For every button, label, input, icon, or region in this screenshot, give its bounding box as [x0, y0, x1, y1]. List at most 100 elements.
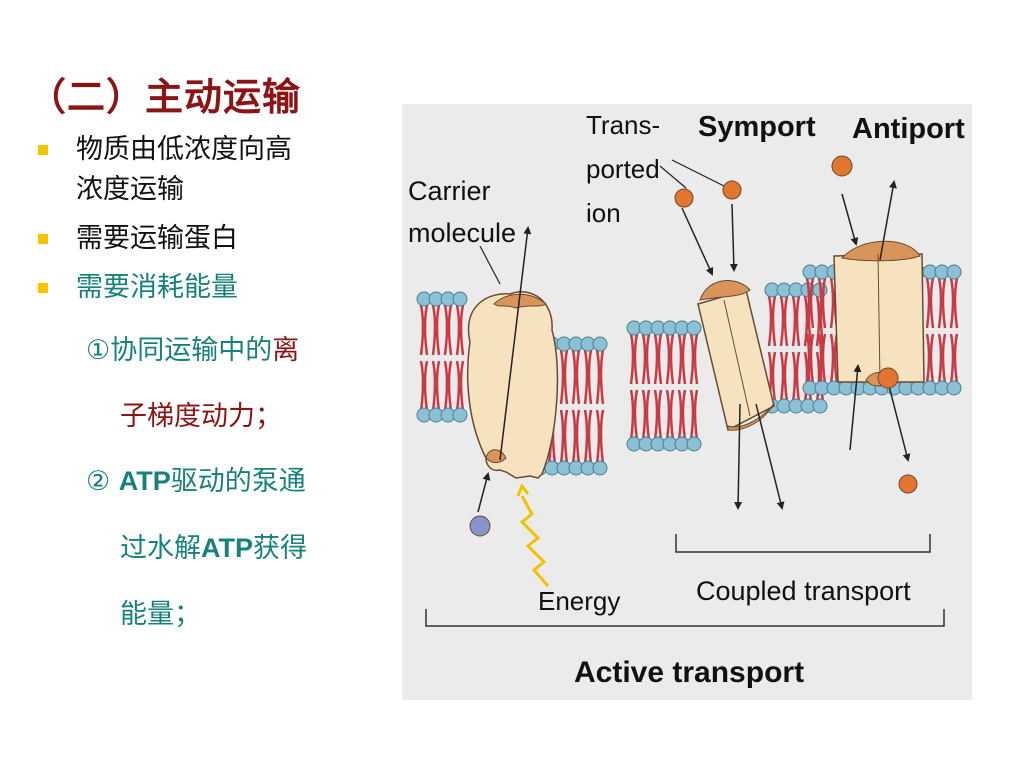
bullet-line-1b: 浓度运输 — [76, 174, 184, 205]
carrier-ion-arrow — [477, 472, 491, 513]
lipid-head — [686, 320, 702, 336]
active-transport-bracket — [425, 609, 945, 627]
lipid-tails — [817, 277, 827, 385]
energy-arrowhead-icon — [516, 482, 530, 497]
antiport-arrow-in — [841, 193, 859, 246]
lipid-head — [686, 436, 702, 452]
antiport-protein — [833, 240, 925, 387]
ion-pointer-1 — [659, 165, 687, 189]
lipid-tails — [641, 333, 651, 441]
symport-arrow-out-2 — [755, 403, 785, 510]
bullet-square-icon — [38, 234, 48, 244]
lipid-tails — [653, 333, 663, 441]
energy-bolt-icon — [519, 495, 550, 587]
sub-point-2-atp-1: ATP — [118, 466, 171, 496]
sub-point-2-line-2: 过水解ATP获得 — [86, 515, 386, 582]
coupled-transport-label: Coupled transport — [696, 576, 911, 606]
sub-point-1-line-1: ①协同运输中的离 — [86, 318, 386, 384]
lipid-tails — [949, 277, 959, 385]
lipid-tails — [677, 333, 687, 441]
lipid-tails — [419, 304, 429, 412]
bullet-line-2: 需要运输蛋白 — [76, 223, 238, 254]
antiport-arrow-out — [887, 381, 911, 462]
lipid-tails — [595, 349, 605, 465]
symport-arrow-in-1 — [681, 207, 714, 276]
lipid-tails — [805, 277, 815, 385]
bullet-item-3: 需要消耗能量 — [38, 268, 378, 308]
lipid-tails — [629, 333, 639, 441]
carrier-label-line-1: Carrier — [408, 176, 491, 206]
sub-point-1-text-c: 子梯度动力； — [120, 401, 282, 432]
bullet-square-icon — [38, 283, 48, 293]
transported-label-line-1: Trans- — [586, 110, 660, 140]
lipid-bilayers — [416, 264, 962, 476]
transport-arrows — [477, 180, 911, 513]
symport-arrow-in-2 — [729, 203, 738, 272]
sub-point-2-text-g: 能量； — [120, 599, 201, 630]
lipid-head — [592, 460, 608, 476]
sub-point-1-text-a: ①协同运输中的 — [86, 335, 273, 366]
lipid-tails — [571, 349, 581, 465]
lipid-tails — [925, 277, 935, 385]
lipid-tails — [937, 277, 947, 385]
antiport-arrow-up — [879, 180, 897, 261]
bullet-square-icon — [38, 145, 48, 155]
carrier-pointer — [479, 245, 501, 285]
ion-orange-5 — [898, 474, 918, 494]
lipid-tails — [583, 349, 593, 465]
symport-title: Symport — [698, 111, 816, 143]
lipid-tails — [455, 304, 465, 412]
carrier-label-line-2: molecule — [408, 218, 516, 248]
ion-orange-3 — [831, 155, 853, 177]
label-pointers — [479, 159, 725, 285]
symport-protein — [697, 280, 775, 432]
lipid-head — [812, 398, 828, 414]
antiport-arrow-from-bottom — [849, 364, 862, 451]
ion-orange-1 — [674, 188, 694, 208]
lipid-tails — [559, 349, 569, 465]
carrier-protein — [466, 291, 559, 479]
lipid-tails — [779, 295, 789, 403]
lipid-head — [452, 291, 468, 307]
lipid-tails — [665, 333, 675, 441]
ion-pointer-2 — [671, 159, 725, 187]
sub-point-2-atp-2: ATP — [201, 533, 253, 563]
energy-label: Energy — [538, 586, 620, 616]
sub-point-1: ①协同运输中的离 子梯度动力； — [86, 318, 386, 450]
lipid-tails — [689, 333, 699, 441]
slide-title: （二）主动运输 — [28, 75, 302, 119]
lipid-tails — [767, 295, 777, 403]
bullet-line-1a: 物质由低浓度向高 — [76, 134, 292, 165]
transported-label-line-3: ion — [586, 198, 621, 228]
sub-point-1-text-b: 离 — [272, 335, 300, 366]
sub-point-2-text-d: 过水解 — [120, 533, 201, 564]
sub-point-2-text-f: 获得 — [253, 533, 307, 564]
ion-orange-4 — [877, 367, 899, 389]
ion-blue — [469, 515, 491, 537]
lipid-tails — [791, 295, 801, 403]
bullet-item-1: 物质由低浓度向高 浓度运输 — [38, 130, 378, 210]
active-transport-label: Active transport — [574, 656, 804, 689]
lipid-head — [946, 264, 962, 280]
lipid-tails — [443, 304, 453, 412]
sub-point-2-text-a: ② — [86, 466, 119, 497]
ion-orange-2 — [722, 180, 742, 200]
membrane-segment — [626, 320, 702, 452]
membrane-segment — [416, 291, 468, 423]
antiport-title: Antiport — [852, 113, 965, 145]
sub-point-2-line-1: ② ATP驱动的泵通 — [86, 448, 386, 515]
lipid-head — [452, 407, 468, 423]
transported-label-line-2: ported — [586, 154, 660, 184]
sub-point-2-text-c: 驱动的泵通 — [170, 466, 306, 497]
active-transport-diagram: Carrier molecule Trans- ported ion Sympo… — [402, 104, 972, 700]
bullet-line-3: 需要消耗能量 — [76, 272, 238, 303]
ions — [469, 155, 918, 537]
carrier-arrow — [499, 226, 532, 461]
sub-point-2: ② ATP驱动的泵通 过水解ATP获得 能量； — [86, 448, 386, 648]
bullet-item-2: 需要运输蛋白 — [38, 219, 378, 259]
lipid-head — [592, 336, 608, 352]
lipid-tails — [431, 304, 441, 412]
lipid-head — [946, 380, 962, 396]
symport-arrow-out-1 — [734, 403, 743, 510]
coupled-transport-bracket — [675, 534, 931, 553]
